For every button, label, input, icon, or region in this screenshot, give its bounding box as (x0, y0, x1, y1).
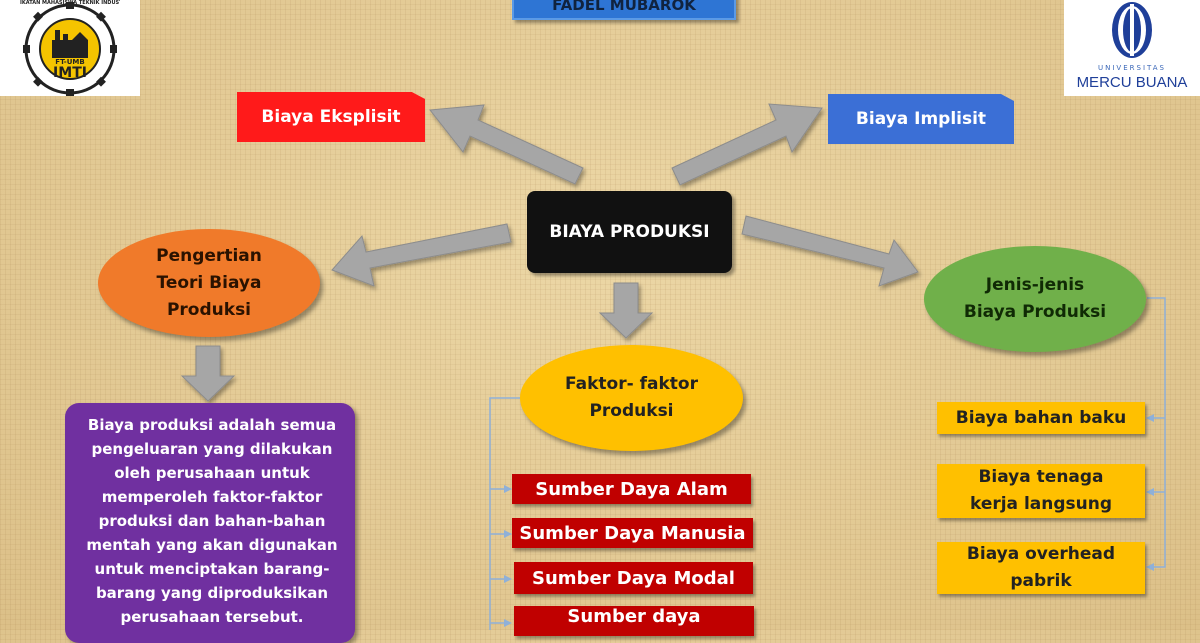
factors-ellipse: Faktor- faktor Produksi (520, 345, 743, 451)
imti-logo: FT-UMB IMTI IKATAN MAHASISWA TEKNIK INDU… (0, 0, 140, 96)
mercu-buana-small-text: UNIVERSITAS (1098, 64, 1166, 72)
type-item: Biaya bahan baku (937, 402, 1145, 434)
explicit-cost-box: Biaya Eksplisit (237, 92, 425, 142)
types-bracket-arrowheads (1146, 414, 1154, 571)
author-name: FADEL MUBAROK (552, 0, 696, 14)
types-title-line-2: Biaya Produksi (963, 302, 1107, 322)
factor-item: Sumber Daya Modal (514, 562, 753, 594)
definition-ellipse: Pengertian Teori Biaya Produksi (98, 229, 320, 337)
types-ellipse: Jenis-jenis Biaya Produksi (924, 246, 1146, 352)
factor-item: Sumber Daya Manusia (512, 518, 753, 548)
implicit-cost-label: Biaya Implisit (855, 109, 987, 129)
factor-item-label: Sumber Daya Modal (532, 567, 735, 589)
gear-logo-icon (23, 2, 117, 96)
central-topic-label: BIAYA PRODUKSI (549, 222, 710, 242)
factor-item-label: Sumber Daya Alam (535, 478, 728, 500)
definition-title-line-1: Pengertian (156, 245, 262, 266)
factors-title-line-1: Faktor- faktor (565, 374, 698, 394)
arrow-to-definition-box (180, 345, 236, 402)
arrow-to-explicit (429, 104, 584, 185)
type-item-label: Biaya overhead pabrik (966, 544, 1116, 591)
author-name-box: FADEL MUBAROK (512, 0, 736, 20)
mercu-buana-logo: UNIVERSITAS MERCU BUANA (1064, 0, 1200, 96)
arrow-to-types (741, 215, 919, 287)
mercu-buana-name: MERCU BUANA (1076, 74, 1188, 91)
factor-item-label: Sumber Daya Manusia (519, 522, 746, 544)
central-topic-box: BIAYA PRODUKSI (527, 191, 732, 273)
arrow-to-factors (598, 282, 654, 339)
explicit-cost-label: Biaya Eksplisit (261, 107, 401, 127)
imti-logo-name: IMTI (53, 65, 87, 81)
factor-item: Sumber daya (514, 606, 754, 636)
arrow-to-definition (331, 223, 512, 287)
implicit-cost-box: Biaya Implisit (828, 94, 1014, 144)
definition-text-box: Biaya produksi adalah semua pengeluaran … (65, 403, 355, 643)
definition-text: Biaya produksi adalah semua pengeluaran … (86, 416, 338, 626)
type-item-label: Biaya bahan baku (955, 407, 1127, 428)
imti-logo-ring-text: IKATAN MAHASISWA TEKNIK INDUSTRI (20, 0, 120, 6)
imti-logo-faculty: FT-UMB (55, 58, 85, 66)
arrow-to-implicit (671, 103, 823, 186)
definition-title-line-2: Teori Biaya (156, 272, 262, 293)
definition-title-line-3: Produksi (166, 299, 252, 320)
factors-bracket-arrowheads (504, 485, 512, 627)
type-item: Biaya overhead pabrik (937, 542, 1145, 594)
diagram-connectors (180, 103, 1166, 630)
factors-bracket (489, 397, 520, 630)
type-item: Biaya tenaga kerja langsung (937, 464, 1145, 518)
factors-title-line-2: Produksi (589, 401, 674, 421)
factor-item-label: Sumber daya (567, 606, 701, 627)
university-mark-icon (1112, 2, 1152, 58)
types-title-line-1: Jenis-jenis (985, 275, 1085, 295)
factor-item: Sumber Daya Alam (512, 474, 751, 504)
types-bracket (1147, 297, 1166, 568)
type-item-label: Biaya tenaga kerja langsung (969, 467, 1113, 514)
